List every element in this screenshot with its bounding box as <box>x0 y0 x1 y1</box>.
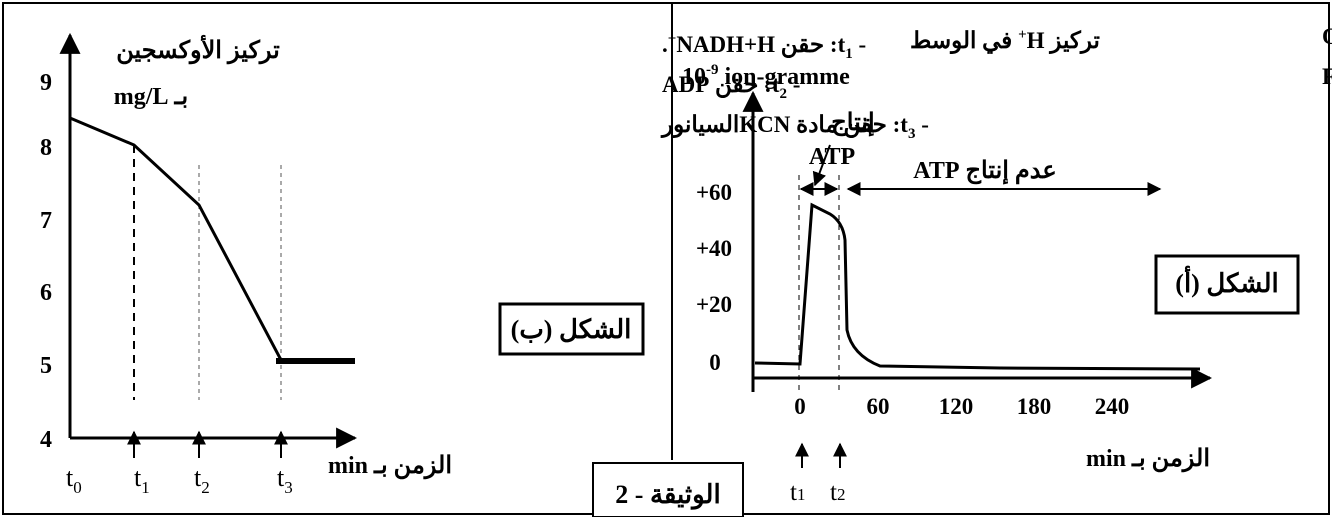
panel-b-y-tick: 8 <box>40 135 52 161</box>
panel-b-legend-line: - t3: حقن مادة KCNالسيانور <box>660 112 929 142</box>
panel-b-time-mark-t0: t0 <box>66 463 82 497</box>
panel-b-y-tick: 5 <box>40 353 52 379</box>
panel-b-y-label-line2: بـ mg/L <box>114 84 188 110</box>
panel-b-y-tick: 7 <box>40 208 52 234</box>
panel-b-legend-line: - t1: حقن NADH+H+. <box>662 31 866 62</box>
panel-a-x-tick: 240 <box>1095 394 1130 419</box>
panel-a-y-tick: +40 <box>696 236 732 261</box>
panel-b-y-tick: 9 <box>40 70 52 96</box>
panel-a-y-tick: +20 <box>696 292 732 317</box>
panel-b-time-mark-t1: t1 <box>134 463 150 497</box>
panel-b-time-mark-t3: t3 <box>277 463 293 497</box>
panel-b-oxygen-curve <box>69 116 355 362</box>
panel-b-label-box <box>498 302 645 356</box>
panel-b-x-label: الزمن بـ min <box>328 453 452 480</box>
panel-a-legend-line: - t1: إضافة محلول غني بـ O2 <box>1322 24 1332 54</box>
panel-a-label-box <box>1154 254 1300 315</box>
panel-a-x-label: الزمن بـ min <box>1086 446 1210 473</box>
panel-a-no-production-label: عدم إنتاج ATP <box>913 158 1056 185</box>
panel-a-production-pointer <box>812 144 831 187</box>
panel-b-y-tick: 6 <box>40 280 52 306</box>
document-label-box <box>592 462 744 517</box>
panel-a-production-label-line2: ATP <box>809 144 855 170</box>
panel-a-production-label-line1: إنتاج <box>831 110 874 137</box>
panel-b-label: الشكل (ب) <box>511 315 632 344</box>
panel-a-x-tick: 60 <box>867 394 890 419</box>
panel-a-h-plus-curve <box>754 202 1201 371</box>
panel-b-time-mark-t2: t2 <box>194 463 210 497</box>
panel-a-x-tick: 180 <box>1017 394 1052 419</box>
panel-a-x-tick: 120 <box>939 394 974 419</box>
panel-a-legend-line: - t2: إضافة مادة FCCP <box>1322 64 1332 94</box>
panel-a-time-mark-t2: t2 <box>830 479 845 506</box>
panel-b-chart: 4 5 6 7 8 9 t0 t1 t2 t3 تركيز الأوكسجين … <box>40 31 929 497</box>
panel-a-label: الشكل (أ) <box>1175 265 1278 298</box>
panel-a-y-tick: +60 <box>696 180 732 205</box>
panel-b-y-tick: 4 <box>40 427 52 453</box>
document-label: الوثيقة - 2 <box>615 480 720 510</box>
panel-a-y-label-line1: تركيز H+ في الوسط <box>910 27 1101 55</box>
panel-a-chart: 0 +20 +40 +60 0 60 120 180 240 إنتاج ATP… <box>682 24 1332 506</box>
panel-b-y-label-line1: تركيز الأوكسجين <box>116 33 280 65</box>
panel-a-x-tick: 0 <box>794 394 806 419</box>
panel-a-y-label-line2: 10-9 ion-gramme <box>682 62 850 90</box>
panel-a-time-mark-t1: t1 <box>790 479 805 506</box>
panel-a-y-tick: 0 <box>709 350 721 375</box>
